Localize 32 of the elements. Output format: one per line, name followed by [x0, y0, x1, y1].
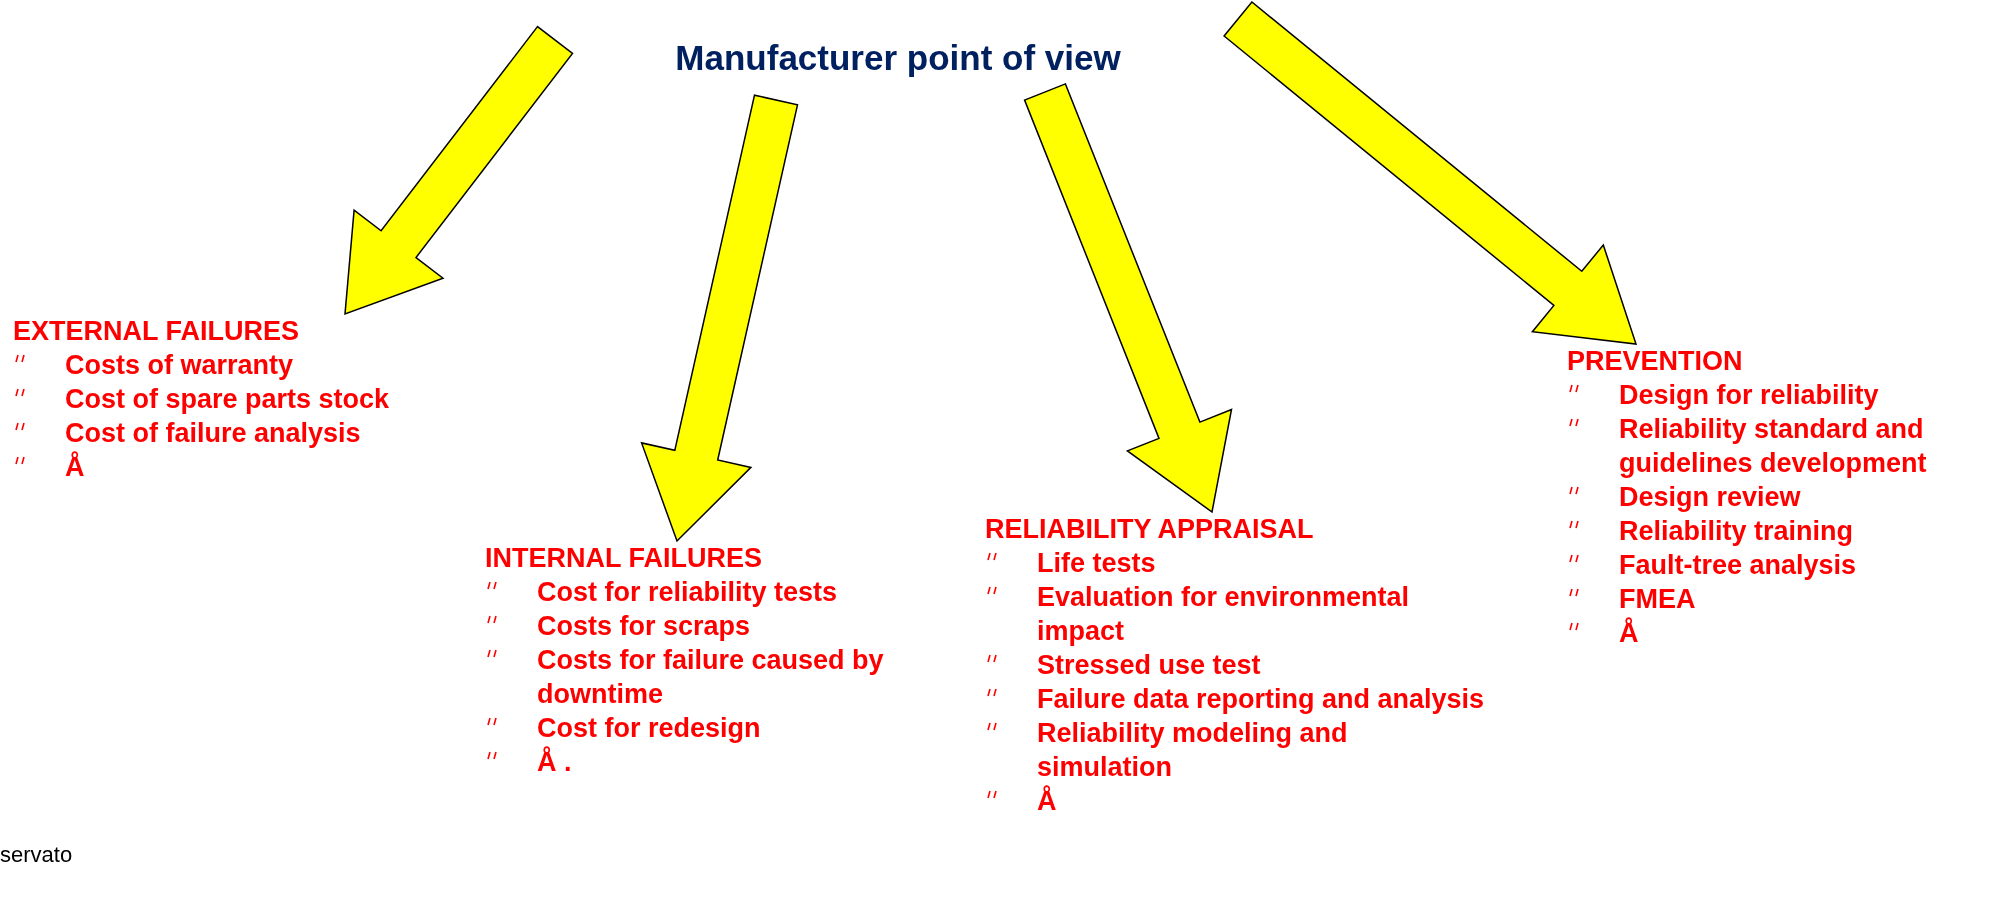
list-item: Stressed use test: [1037, 649, 1262, 682]
list-item: Failure data reporting and analysis: [1037, 683, 1486, 716]
list-item: Å .: [537, 745, 573, 779]
list-item: Å: [1037, 784, 1058, 818]
block-arrow: [1223, 0, 1638, 345]
group-heading: EXTERNAL FAILURES: [13, 315, 301, 348]
diagram-title: Manufacturer point of view: [675, 38, 1121, 78]
list-item: Costs of warranty: [65, 349, 295, 382]
block-arrow: [344, 25, 574, 316]
list-item: Reliability standard and guidelines development: [1619, 413, 1928, 480]
group-heading: RELIABILITY APPRAISAL: [985, 513, 1315, 546]
list-item: Evaluation for environmental impact: [1037, 581, 1411, 648]
list-item: Å: [65, 450, 86, 484]
list-item: Reliability modeling and simulation: [1037, 717, 1349, 784]
list-item: Å: [1619, 616, 1640, 650]
list-item: Reliability training: [1619, 515, 1855, 548]
block-arrow: [1023, 82, 1233, 514]
list-item: Life tests: [1037, 547, 1157, 580]
list-item: Cost for reliability tests: [537, 576, 839, 609]
list-item: Cost of spare parts stock: [65, 383, 391, 416]
list-item: Costs for failure caused by downtime: [537, 644, 885, 711]
group-heading: PREVENTION: [1567, 345, 1744, 378]
list-item: FMEA: [1619, 583, 1697, 616]
block-arrow: [640, 94, 799, 543]
list-item: Fault-tree analysis: [1619, 549, 1858, 582]
list-item: Design review: [1619, 481, 1802, 514]
group-heading: INTERNAL FAILURES: [485, 542, 763, 575]
list-item: Costs for scraps: [537, 610, 752, 643]
footer-text: servato: [0, 842, 73, 868]
list-item: Design for reliability: [1619, 379, 1880, 412]
list-item: Cost of failure analysis: [65, 417, 362, 450]
list-item: Cost for redesign: [537, 712, 762, 745]
